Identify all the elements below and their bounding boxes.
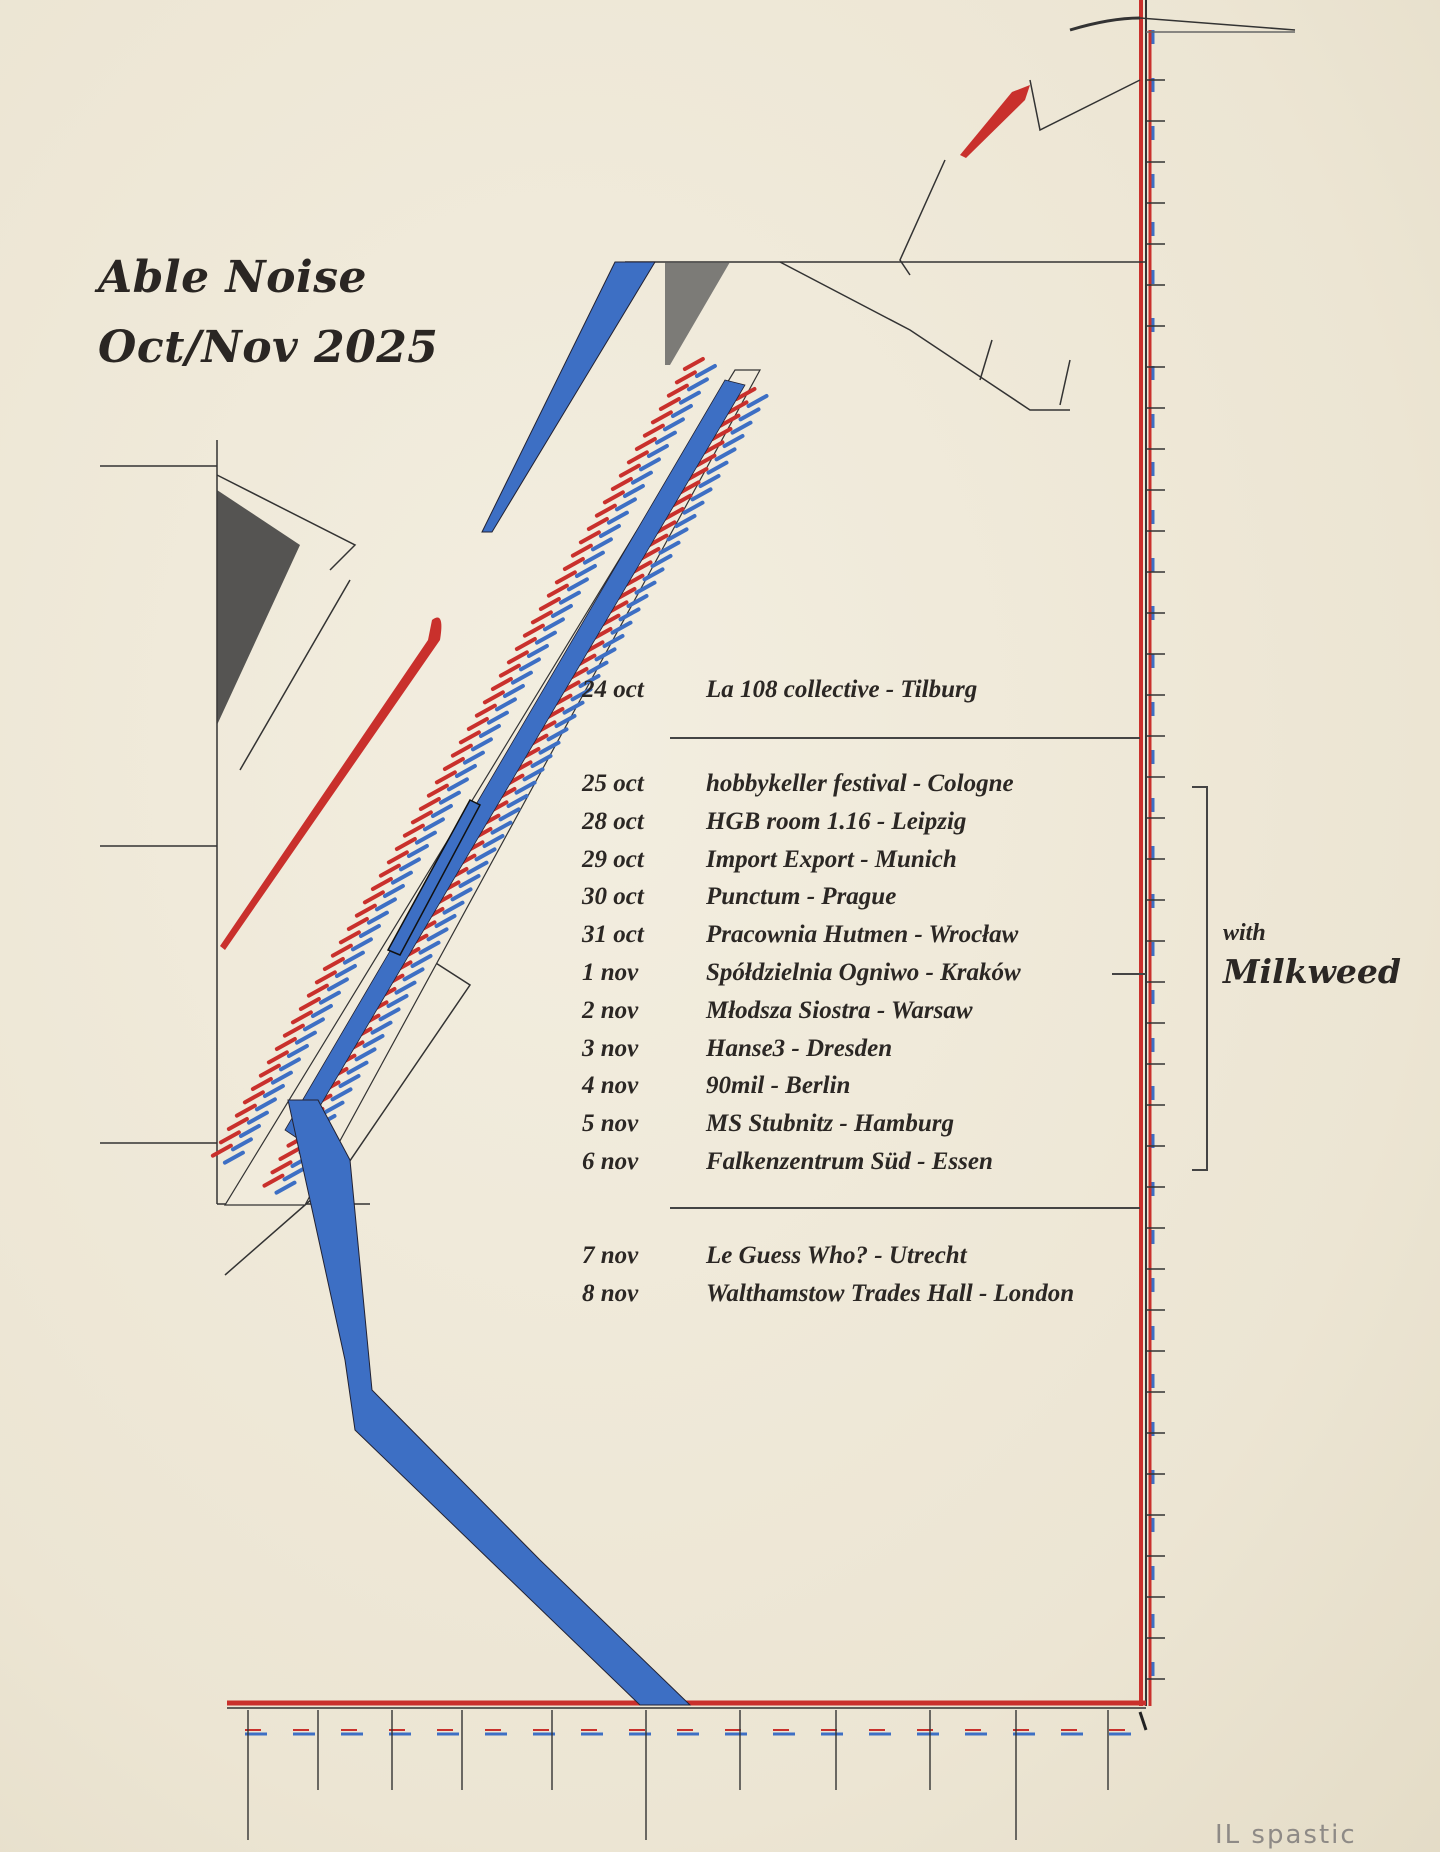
main-pier [210, 357, 769, 1206]
bottom-border-rule [227, 1700, 1148, 1840]
tour-venue: Le Guess Who? - Utrecht [706, 1242, 967, 1269]
tour-venue: HGB room 1.16 - Leipzig [706, 807, 967, 835]
tour-date: 7 nov [582, 1242, 639, 1269]
support-prefix: with [1223, 920, 1266, 946]
tour-venue: Import Export - Munich [706, 845, 957, 873]
tour-date: 2 nov [582, 996, 639, 1024]
blue-wedge [481, 261, 656, 533]
tour-date: 29 oct [582, 845, 644, 873]
tour-date: 3 nov [582, 1034, 639, 1062]
tour-date: 28 oct [582, 807, 644, 835]
top-structure [625, 16, 1296, 411]
support-bracket [1112, 786, 1208, 1171]
tour-venue: La 108 collective - Tilburg [706, 676, 978, 703]
artist-name: Able Noise [98, 252, 367, 303]
tour-venue: hobbykeller festival - Cologne [706, 770, 1014, 797]
tour-venue: Falkenzentrum Süd - Essen [706, 1148, 993, 1175]
tour-date: 30 oct [582, 883, 644, 911]
tour-venue: Spółdzielnia Ogniwo - Kraków [706, 959, 1021, 986]
tour-venue: Pracownia Hutmen - Wrocław [706, 921, 1019, 949]
tour-venue: Punctum - Prague [706, 883, 897, 911]
tour-date: 24 oct [582, 676, 644, 703]
tour-date: 4 nov [582, 1072, 639, 1100]
right-border-rule [1139, 0, 1295, 1706]
tour-date: 6 nov [582, 1148, 639, 1175]
tour-venue: MS Stubnitz - Hamburg [706, 1110, 955, 1138]
tour-date: 25 oct [582, 770, 644, 797]
tour-date: 1 nov [582, 959, 639, 986]
tour-venue: Walthamstow Trades Hall - London [706, 1279, 1075, 1307]
red-rail [220, 617, 442, 950]
tour-date: 8 nov [582, 1279, 639, 1307]
tour-period: Oct/Nov 2025 [98, 322, 439, 373]
artist-signature: IL spastic [1215, 1820, 1357, 1850]
graphite-wedge-left [217, 490, 300, 725]
blue-channel [287, 1099, 692, 1706]
tour-venue: 90mil - Berlin [706, 1072, 851, 1100]
tour-date: 5 nov [582, 1110, 639, 1138]
tour-venue: Młodsza Siostra - Warsaw [706, 996, 973, 1024]
graphite-block-top [665, 262, 730, 365]
tour-venue: Hanse3 - Dresden [706, 1034, 893, 1062]
red-hook-top [960, 85, 1030, 158]
support-band: Milkweed [1223, 952, 1401, 991]
tour-date: 31 oct [582, 921, 644, 949]
